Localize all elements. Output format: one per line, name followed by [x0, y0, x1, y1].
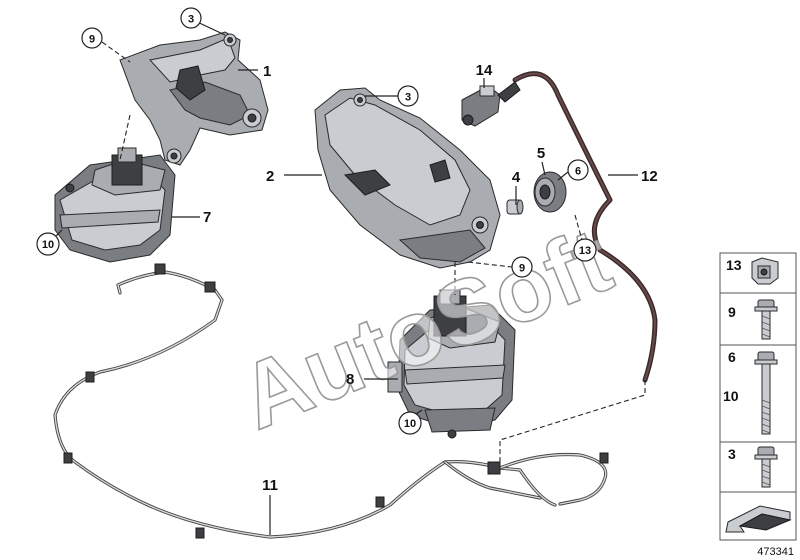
- harness-connector: [204, 281, 216, 293]
- callout-6: 6: [575, 166, 581, 178]
- long-bolt-icon: [754, 351, 778, 435]
- harness-clip: [599, 452, 609, 464]
- legend-number: 10: [723, 388, 739, 404]
- hardware-legend: 13 9 6 10 3: [719, 252, 797, 541]
- spacer-sleeve: [506, 199, 524, 215]
- callout-10-left: 10: [42, 239, 54, 251]
- callout-7: 7: [203, 209, 211, 226]
- harness-connector: [154, 263, 166, 275]
- callout-8: 8: [346, 371, 354, 388]
- callout-13: 13: [579, 245, 591, 257]
- callout-3-arm: 3: [405, 92, 411, 104]
- legend-number: 6: [728, 349, 736, 365]
- callout-12: 12: [641, 168, 658, 185]
- diagram-number: 473341: [757, 546, 794, 558]
- legend-number: 9: [728, 304, 736, 320]
- callout-14: 14: [476, 62, 493, 79]
- view-arrow-icon: [725, 505, 792, 533]
- callout-5: 5: [537, 145, 545, 162]
- callout-1: 1: [263, 63, 271, 80]
- wiring-harness: [53, 263, 609, 539]
- callouts: 1 2 3 3 4 5 6 7 8 9 9 10 10 11 12 13 14: [36, 7, 658, 494]
- harness-clip: [375, 496, 385, 508]
- legend-number: 13: [726, 257, 742, 273]
- callout-3-top: 3: [188, 14, 194, 26]
- callout-2: 2: [266, 168, 274, 185]
- engine-mount-right: [387, 289, 516, 439]
- engine-mount-left: [54, 147, 176, 263]
- short-bolt-icon: [754, 446, 778, 488]
- harness-clip: [195, 527, 205, 539]
- rubber-buffer: [533, 171, 567, 213]
- clip-nut-icon: [751, 257, 779, 285]
- callout-9-arm: 9: [519, 263, 525, 275]
- flange-bolt-icon: [754, 299, 778, 340]
- engine-support-bracket-left: [119, 31, 269, 166]
- callout-11: 11: [262, 477, 278, 494]
- vacuum-valve: [461, 81, 521, 127]
- vacuum-hose: [499, 71, 658, 462]
- legend-number: 3: [728, 446, 736, 462]
- harness-clip: [63, 452, 73, 464]
- callout-4: 4: [512, 169, 521, 186]
- callout-10-right: 10: [404, 418, 416, 430]
- engine-support-arm-right: [314, 87, 501, 269]
- harness-connector: [487, 461, 501, 475]
- callout-9-top: 9: [89, 34, 95, 46]
- harness-clip: [85, 371, 95, 383]
